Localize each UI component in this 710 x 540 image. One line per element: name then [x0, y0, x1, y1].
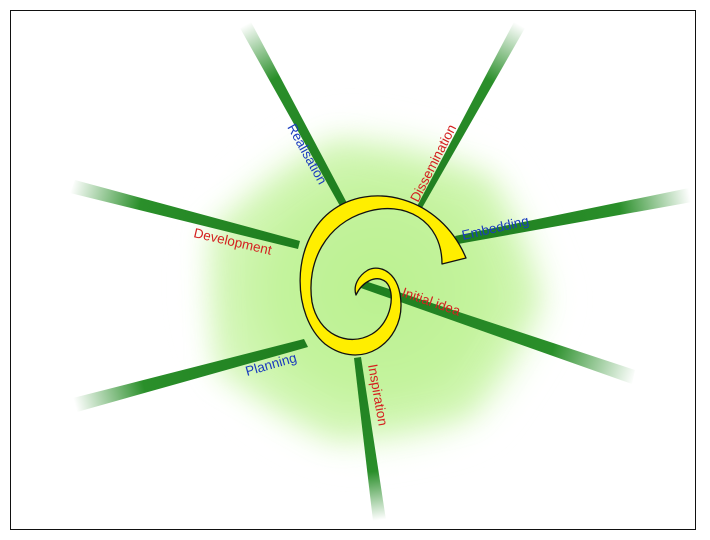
spiral-diagram: Initial idea Inspiration Planning Develo…	[0, 0, 710, 540]
